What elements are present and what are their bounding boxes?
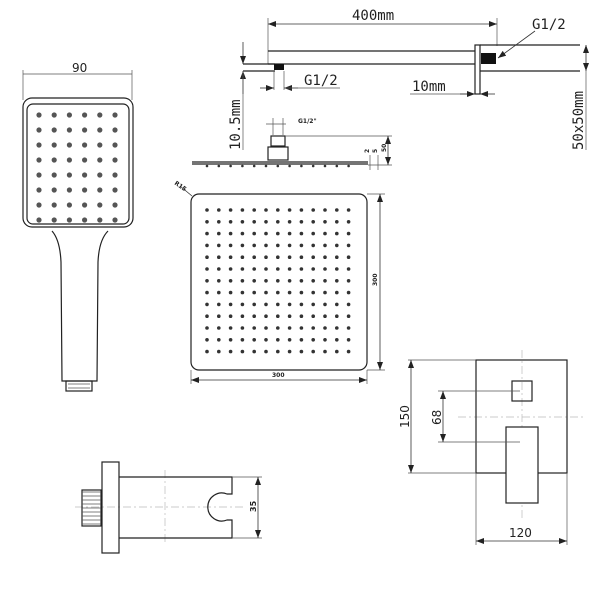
rain-head-top-nozzles <box>205 208 351 354</box>
hand-shower-nozzles <box>36 112 118 223</box>
holder-height-label: 35 <box>249 500 258 512</box>
wall-flange <box>101 461 120 554</box>
mixer-offset-label: 68 <box>430 410 444 425</box>
rain-head-width-dim: 300 <box>272 372 285 379</box>
flange-label: 10mm <box>412 79 446 95</box>
mixer-height-label: 150 <box>398 405 412 428</box>
rain-head-thread-label: G1/2" <box>298 118 317 125</box>
rain-head-dim-2: 2 <box>364 149 371 153</box>
arm-length-label: 400mm <box>352 8 394 24</box>
mixer-drawing: 150 68 120 <box>398 350 585 545</box>
rain-head-dim-5: 5 <box>372 149 379 153</box>
shower-arm-drawing: 400mm G1/2 G1/2 10mm 10.5mm <box>228 8 589 150</box>
hand-shower-drawing: 90 <box>22 61 134 392</box>
rain-head-side-drawing: G1/2" 50 2 5 <box>192 118 392 170</box>
mixer-width-label: 120 <box>509 526 532 540</box>
mixer-handle <box>505 426 539 504</box>
thread-block-left <box>274 64 284 70</box>
rain-head-top-drawing: R15 300 300 <box>173 180 385 384</box>
thread-left-label: G1/2 <box>304 73 338 89</box>
thread-right-label: G1/2 <box>532 17 566 33</box>
connector-threads <box>82 491 101 525</box>
corner-radius-label: R15 <box>173 180 188 193</box>
rain-head-height-label: 50 <box>381 144 388 152</box>
pipe-height-label: 10.5mm <box>228 99 244 150</box>
rain-head-side-nozzles <box>205 164 350 168</box>
pipe-section-label: 50x50mm <box>571 91 587 150</box>
hand-shower-width-label: 90 <box>72 61 87 75</box>
thread-block-right <box>481 53 496 64</box>
wall-holder-drawing: 35 <box>75 461 262 554</box>
rain-head-height-dim: 300 <box>372 273 379 286</box>
